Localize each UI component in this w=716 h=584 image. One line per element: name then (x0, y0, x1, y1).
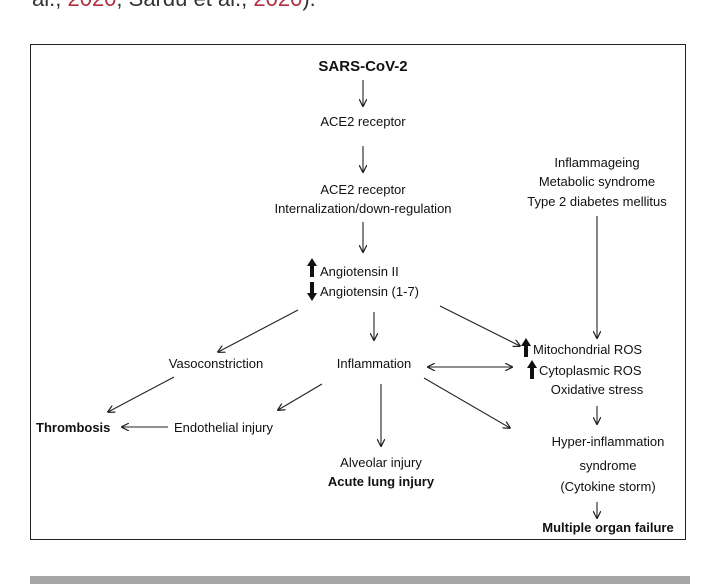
node-angiotensin-1-7: Angiotensin (1-7) (320, 284, 419, 299)
citation-link-year-1[interactable]: 2020 (67, 0, 116, 11)
arrow-angiotensin-to-vasoconstriction (218, 309, 299, 352)
arrow-inflammation-to-endothelial (278, 383, 323, 410)
up-arrow-icon (307, 258, 317, 277)
node-mitochondrial-ros: Mitochondrial ROS (533, 342, 642, 357)
citation-line: al., 2020; Sardu et al., 2020). (32, 0, 316, 12)
citation-link-year-2[interactable]: 2020 (253, 0, 302, 11)
arrow-inflammation-to-hyperinflammation (423, 377, 510, 428)
citation-middle: ; Sardu et al., (116, 0, 253, 11)
node-vasoconstriction: Vasoconstriction (169, 356, 263, 371)
figure-frame (30, 44, 686, 540)
node-hyperinflammation-line-1: Hyper-inflammation (552, 434, 665, 449)
citation-prefix: al., (32, 0, 67, 11)
node-inflammageing: Inflammageing (554, 155, 639, 170)
node-ace2-internalization-line-2: Internalization/down-regulation (274, 201, 451, 216)
node-sars-cov-2: SARS-CoV-2 (318, 58, 407, 75)
up-arrow-icon (521, 338, 531, 357)
node-ace2-receptor: ACE2 receptor (320, 114, 406, 129)
node-endothelial-injury: Endothelial injury (174, 420, 274, 435)
node-multiple-organ-failure: Multiple organ failure (542, 520, 673, 535)
node-cytoplasmic-ros: Cytoplasmic ROS (539, 363, 642, 378)
node-thrombosis: Thrombosis (36, 420, 110, 435)
citation-suffix: ). (302, 0, 315, 11)
arrow-vasoconstriction-to-thrombosis (108, 376, 175, 412)
bottom-divider-bar (30, 576, 690, 584)
arrow-angiotensin-to-ros (439, 305, 520, 346)
up-arrow-icon (527, 360, 537, 379)
node-acute-lung-injury: Acute lung injury (328, 474, 435, 489)
node-ace2-internalization-line-1: ACE2 receptor (320, 182, 406, 197)
node-hyperinflammation-line-3: (Cytokine storm) (560, 479, 655, 494)
node-hyperinflammation-line-2: syndrome (579, 458, 636, 473)
node-type-2-diabetes: Type 2 diabetes mellitus (527, 194, 667, 209)
node-alveolar-injury: Alveolar injury (340, 455, 422, 470)
node-oxidative-stress: Oxidative stress (551, 382, 644, 397)
down-arrow-icon (307, 282, 317, 301)
node-inflammation: Inflammation (337, 356, 411, 371)
node-angiotensin-ii: Angiotensin II (320, 264, 399, 279)
node-metabolic-syndrome: Metabolic syndrome (539, 174, 655, 189)
